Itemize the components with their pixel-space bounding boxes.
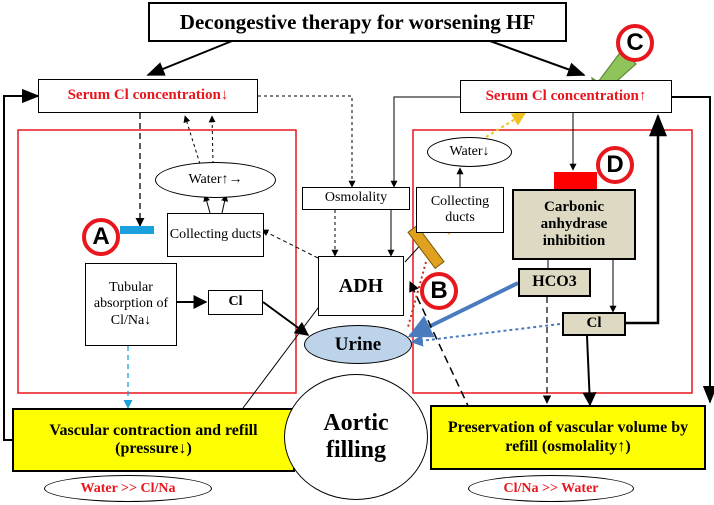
right-collecting-ducts-box: Collecting ducts [416,187,504,233]
carbonic-anhydrase-box: Carbonic anhydrase inhibition [512,189,636,260]
arrow-vascular-to-adh [242,291,331,409]
left-blue-bar [120,226,154,234]
arrow-water-to-left-serum-2 [208,115,216,165]
aortic-filling-ellipse: Aortic filling [284,374,428,500]
right-ratio-ellipse: Cl/Na >> Water [468,475,634,502]
marker-d: D [596,146,634,184]
arrow-title-to-right-serum [489,40,586,77]
right-kidney-region [412,129,693,394]
right-cl-box: Cl [562,312,626,336]
red-bar [554,172,597,189]
diagram-title: Decongestive therapy for worsening HF [148,2,567,42]
left-serum-cl-box: Serum Cl concentration↓ [38,79,258,113]
marker-b: B [420,272,458,310]
marker-c: C [616,24,654,62]
arrow-left-loop [3,88,40,441]
arrow-preservation-to-adh [409,281,471,411]
arrow-water-to-right-serum [485,112,527,138]
arrow-right-cl-to-preservation [582,335,597,407]
left-water-ellipse: Water↑→ [155,162,276,198]
hco3-box: HCO3 [518,268,591,297]
arrow-collecting-to-water-2 [221,194,229,214]
arrow-right-loop [672,96,714,404]
left-kidney-region [17,129,297,394]
vascular-contraction-box: Vascular contraction and refill (pressur… [12,408,295,472]
arrow-water-to-left-serum-1 [183,115,201,165]
left-collecting-ducts-box: Collecting ducts [167,213,264,257]
preservation-volume-box: Preservation of vascular volume by refil… [430,405,706,470]
arrow-hco3-to-urine [407,281,519,338]
marker-a: A [82,218,120,256]
right-serum-cl-box: Serum Cl concentration↑ [460,80,672,113]
arrow-title-to-left-serum [146,40,233,76]
left-cl-box: Cl [208,290,263,315]
osmolality-box: Osmolality [302,187,410,210]
tubular-absorption-box: Tubular absorption of Cl/Na↓ [85,263,177,346]
urine-ellipse: Urine [304,325,412,364]
arrow-left-cl-to-urine [262,301,310,336]
right-water-ellipse: Water↓ [427,137,512,167]
arrow-collecting-to-water-1 [203,194,211,214]
left-ratio-ellipse: Water >> Cl/Na [44,475,212,502]
arrow-b-to-urine [407,261,427,328]
arrow-right-cl-to-urine [410,323,561,347]
arrow-left-serum-to-osmolality [258,95,356,188]
arrow-adh-to-collecting [261,229,319,259]
arrow-right-serum-to-osmolality [390,96,460,188]
arrow-right-cl-to-right-serum [626,113,667,325]
adh-box: ADH [318,256,404,316]
